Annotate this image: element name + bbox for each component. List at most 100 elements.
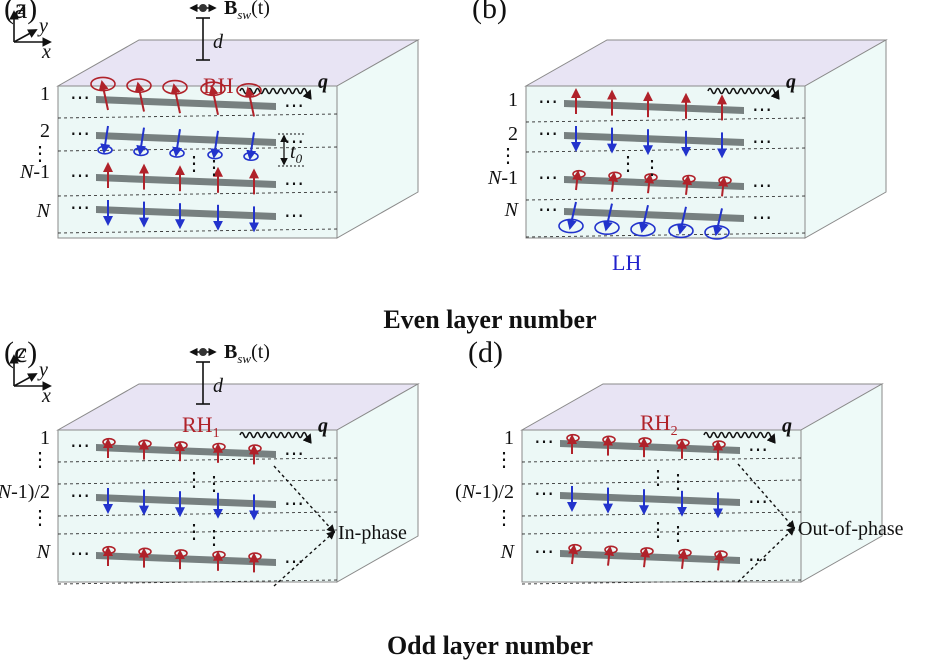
vertical-ellipsis: ⋮ [642, 157, 662, 179]
layer-label-0: 1 [504, 427, 514, 449]
precession-ellipse [712, 440, 726, 449]
ellipsis-left: ⋯ [538, 123, 558, 145]
spin-arrow [208, 84, 219, 116]
ellipsis-right: ⋯ [284, 493, 304, 515]
layer-label-3: N-1 [19, 161, 50, 183]
layer-label-2: (N-1)/2 [0, 481, 50, 503]
layer-boundary [57, 228, 338, 234]
precession-ellipse [97, 145, 113, 155]
spin-arrow [718, 176, 729, 197]
precession-ellipse [630, 221, 656, 237]
precession-ellipse [594, 220, 620, 235]
z-label: z [17, 341, 26, 363]
vertical-ellipsis: ⋮ [184, 153, 204, 175]
precession-ellipse [644, 173, 658, 182]
ellipsis-left: ⋯ [534, 541, 554, 563]
precession-ellipse [174, 441, 188, 450]
ellipsis-left: ⋯ [70, 485, 90, 507]
ellipsis-right: ⋯ [752, 207, 772, 229]
field-label: Bsw(t) [224, 0, 270, 22]
y-axis [13, 373, 38, 387]
layer-stripe [564, 208, 744, 222]
phase-label: Out-of-phase [798, 518, 904, 540]
vertical-ellipsis: ⋮ [184, 521, 204, 543]
ellipsis-left: ⋯ [538, 199, 558, 221]
layer-row-0: ⋯⋯ [70, 76, 304, 117]
layer-label-0: 1 [508, 89, 518, 111]
ellipsis-right: ⋯ [752, 131, 772, 153]
mode-label: RH2 [640, 410, 678, 439]
layer-row-2: ⋯⋯ [70, 162, 304, 195]
precession-ellipse [126, 78, 152, 93]
spin-arrow [682, 174, 693, 195]
mode-label: RH1 [182, 412, 220, 441]
layer-row-1: ⋯⋯ [70, 485, 304, 521]
layer-boundary [57, 191, 338, 197]
ellipsis-left: ⋯ [70, 435, 90, 457]
layer-row-2: ⋯⋯ [534, 541, 768, 571]
precession-ellipse [682, 174, 696, 183]
precession-ellipse [704, 224, 730, 240]
spin-arrow [172, 129, 183, 158]
thickness-label: t0 [290, 141, 303, 166]
precession-ellipse [212, 550, 226, 559]
side-face [336, 39, 419, 239]
layer-label-3: N-1 [487, 167, 518, 189]
wave-label: q [318, 71, 328, 93]
layer-boundary [521, 479, 802, 485]
layer-stripe [564, 100, 744, 114]
layer-row-1: ⋯⋯ [70, 123, 304, 162]
precession-ellipse [678, 548, 692, 557]
vertical-ellipsis: ⋮ [184, 469, 204, 491]
precession-ellipse [174, 549, 188, 558]
layer-boundary [521, 579, 802, 585]
precession-ellipse [568, 543, 582, 553]
precession-ellipse [90, 76, 116, 92]
layer-stripe [96, 206, 276, 220]
field-source-dot [199, 348, 207, 356]
vertical-ellipsis: ⋮ [648, 467, 668, 489]
layer-label-2: ⋮ [498, 145, 518, 167]
spin-arrow [678, 548, 689, 569]
precession-ellipse [566, 433, 580, 443]
layer-label-4: N [36, 200, 52, 222]
axes: zyx [9, 341, 52, 407]
layer-label-4: N [36, 541, 52, 563]
spin-arrow [712, 208, 723, 237]
precession-ellipse [102, 545, 116, 555]
layer-label-1: ⋮ [494, 449, 514, 471]
layer-label-0: 1 [40, 83, 50, 105]
ellipsis-right: ⋯ [284, 173, 304, 195]
precession-ellipse [602, 435, 616, 444]
precession-ellipse [207, 150, 223, 160]
phase-annotation: In-phase [273, 465, 407, 587]
panel-b: (b)q12⋮N-1N⋯⋯⋯⋯⋯⋯⋯⋯⋮⋮LH [472, 0, 888, 275]
ellipsis-right: ⋯ [284, 551, 304, 573]
spin-arrow [568, 544, 579, 565]
phase-label: In-phase [338, 522, 407, 544]
layer-boundary [57, 579, 338, 585]
distance-label: d [213, 375, 224, 397]
ellipsis-left: ⋯ [538, 167, 558, 189]
layer-boundary [521, 529, 802, 535]
wave-label: q [318, 415, 328, 437]
layer-row-2: ⋯⋯ [538, 167, 772, 197]
spin-arrow [566, 201, 577, 230]
layer-boundary [57, 146, 338, 152]
spin-arrow [644, 173, 655, 194]
ellipsis-left: ⋯ [538, 91, 558, 113]
layer-row-0: ⋯⋯ [538, 88, 772, 121]
z-label: z [17, 0, 26, 19]
layer-row-0: ⋯⋯ [534, 431, 768, 461]
ellipsis-right: ⋯ [748, 439, 768, 461]
spin-arrow [100, 125, 111, 154]
spin-arrow [210, 130, 221, 159]
ellipsis-left: ⋯ [534, 431, 554, 453]
mode-label: RH [203, 73, 234, 98]
precession-ellipse [243, 151, 259, 162]
layer-boundary [57, 511, 338, 517]
layer-label-2: ⋮ [30, 143, 50, 165]
vertical-ellipsis: ⋮ [668, 471, 688, 493]
